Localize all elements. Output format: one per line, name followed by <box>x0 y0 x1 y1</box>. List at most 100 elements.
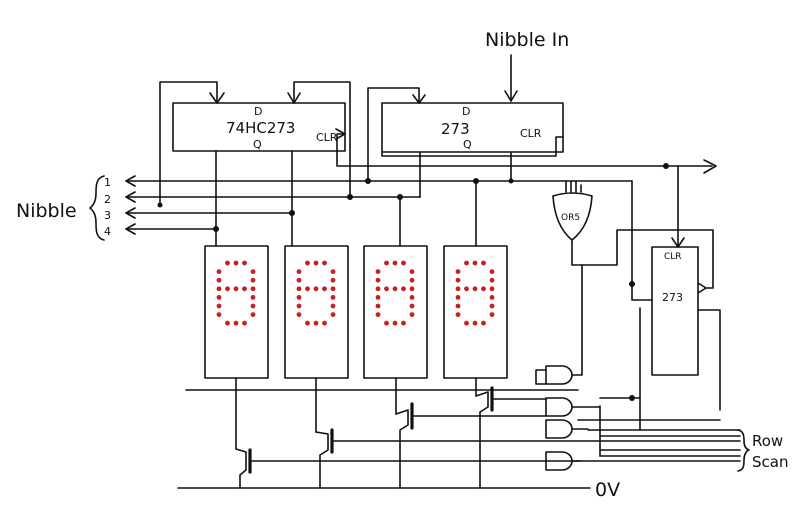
segment-dot-display-3 <box>375 269 381 274</box>
segment-dot-display-4 <box>481 260 486 266</box>
segment-dot-display-4 <box>472 286 478 292</box>
segment-dot-display-4 <box>489 295 495 300</box>
segment-dot-display-1 <box>216 303 222 309</box>
segment-dot-display-1 <box>250 277 256 283</box>
segment-dot-display-2 <box>296 303 302 309</box>
nibble-in-label: Nibble In <box>485 29 569 51</box>
segment-dot-display-4 <box>481 320 486 326</box>
segment-dot-display-2 <box>296 277 302 283</box>
latch-side-clr-pin: CLR <box>664 252 682 262</box>
segment-dot-display-1 <box>216 286 222 292</box>
row-scan-brace <box>737 429 750 472</box>
segment-dot-display-1 <box>216 269 222 274</box>
segment-dot-display-3 <box>375 312 381 317</box>
segment-dot-display-1 <box>242 286 247 292</box>
segment-dot-display-3 <box>409 269 415 274</box>
segment-dot-display-3 <box>401 286 406 292</box>
segment-dot-display-4 <box>489 277 495 283</box>
segment-dot-display-4 <box>455 312 461 317</box>
segment-dot-display-2 <box>305 286 310 292</box>
segment-dot-display-3 <box>409 277 415 283</box>
latch-input-clr-pin: CLR <box>520 127 542 140</box>
segment-dot-display-2 <box>296 286 302 292</box>
segment-dot-display-3 <box>375 286 381 292</box>
segment-dot-display-1 <box>250 269 256 274</box>
segment-dot-display-3 <box>409 295 415 300</box>
segment-dot-display-2 <box>322 286 327 292</box>
bus-line-1-label: 1 <box>104 176 111 189</box>
segment-dot-display-3 <box>401 260 406 266</box>
segment-dot-display-1 <box>216 312 222 317</box>
or5-gate: OR5 <box>552 192 714 266</box>
segment-dot-display-3 <box>409 286 415 292</box>
segment-dot-display-2 <box>322 260 327 266</box>
nibble-label: Nibble <box>16 200 77 222</box>
segment-dot-display-3 <box>409 303 415 309</box>
bus-line-2-label: 2 <box>104 193 111 206</box>
segment-dot-display-3 <box>384 320 389 326</box>
segment-dot-display-1 <box>225 260 230 266</box>
segment-dot-display-4 <box>489 303 495 309</box>
segment-dot-display-4 <box>455 295 461 300</box>
segment-dot-display-3 <box>384 286 389 292</box>
segment-dots-layer <box>216 260 495 326</box>
segment-dot-display-3 <box>392 286 398 292</box>
segment-dot-display-2 <box>322 320 327 326</box>
latch-input-part-label: 273 <box>441 120 470 138</box>
scan-label: Scan <box>752 453 788 471</box>
latch-side-273: CLR 273 <box>631 165 721 431</box>
transistor-3 <box>395 402 547 489</box>
latch-input-q-pin: Q <box>463 138 472 151</box>
segment-dot-display-2 <box>313 260 319 266</box>
row-label: Row <box>752 432 783 450</box>
segment-dot-display-4 <box>464 320 469 326</box>
transistor-2 <box>315 428 741 489</box>
latch-input-d-pin: D <box>462 105 470 118</box>
display-driver-wires <box>185 377 579 450</box>
segment-dot-display-2 <box>330 312 336 317</box>
segment-dot-display-1 <box>250 312 256 317</box>
and-gate-4 <box>545 451 573 471</box>
segment-dot-display-4 <box>455 303 461 309</box>
display-4 <box>443 245 508 379</box>
segment-dot-display-3 <box>392 260 398 266</box>
segment-dot-display-1 <box>233 260 239 266</box>
segment-dot-display-3 <box>375 277 381 283</box>
latch-input-273: D 273 Q CLR <box>381 102 564 153</box>
display-1 <box>204 245 269 379</box>
segment-dot-display-4 <box>472 320 478 326</box>
nibble-brace <box>89 175 105 241</box>
latch-main-74hc273: D 74HC273 Q CLR <box>172 102 346 152</box>
segment-dot-display-2 <box>330 303 336 309</box>
display-2 <box>284 245 349 379</box>
segment-dot-display-4 <box>455 277 461 283</box>
bus-line-3-label: 3 <box>104 209 111 222</box>
segment-dot-display-1 <box>225 320 230 326</box>
segment-dot-display-1 <box>216 277 222 283</box>
segment-dot-display-3 <box>401 320 406 326</box>
and-gate-1 <box>545 365 573 385</box>
segment-dot-display-3 <box>375 295 381 300</box>
or5-gate-label: OR5 <box>561 213 580 223</box>
segment-dot-display-1 <box>250 295 256 300</box>
segment-dot-display-4 <box>455 269 461 274</box>
segment-dot-display-4 <box>489 312 495 317</box>
nibble-bus-lines <box>125 150 633 285</box>
segment-dot-display-4 <box>481 286 486 292</box>
segment-dot-display-3 <box>384 260 389 266</box>
segment-dot-display-4 <box>464 260 469 266</box>
segment-dot-display-3 <box>375 303 381 309</box>
display-3 <box>363 245 428 379</box>
nibble-in-arrow <box>504 54 518 102</box>
and-gate-2 <box>545 397 573 417</box>
transistor-4 <box>475 386 547 489</box>
segment-dot-display-4 <box>472 260 478 266</box>
segment-dot-display-2 <box>330 295 336 300</box>
segment-dot-display-4 <box>489 269 495 274</box>
segment-dot-display-1 <box>242 260 247 266</box>
and-gate-3 <box>545 419 573 439</box>
transistor-1 <box>235 448 741 489</box>
zero-volt-label: 0V <box>595 479 620 501</box>
bus-line-4-label: 4 <box>104 225 111 238</box>
